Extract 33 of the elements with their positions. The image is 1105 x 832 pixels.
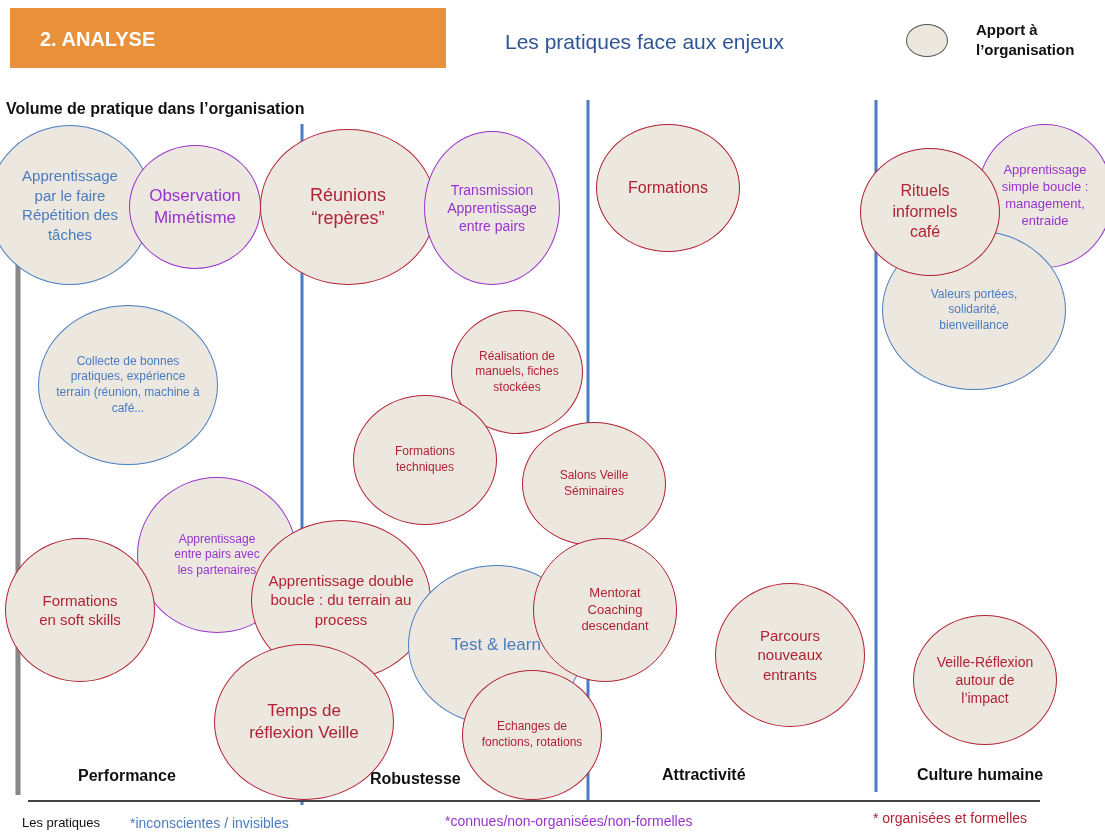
bubble-text: Formations techniques [394,444,456,476]
bubble-text: Salons Veille Séminaires [558,468,630,500]
title: Les pratiques face aux enjeux [505,30,785,54]
bubble-text: Observation Mimétisme [148,184,242,229]
axis-label: Volume de pratique dans l’organisation [6,100,305,118]
bubble-text: Formations en soft skills [38,590,122,630]
column-heading: Attractivité [662,766,746,784]
bubble-text: Parcours nouveaux entrants [756,625,824,685]
bubble-text: Test & learn [450,633,542,656]
bubble-text: Réunions “repères” [308,183,388,230]
legend-text: *inconscientes / invisibles [130,815,289,831]
bubble-text: Temps de réflexion Veille [249,699,359,744]
bubble-text: Apprentissage double boucle : du terrain au process [267,570,415,630]
column-heading: Performance [78,767,176,785]
legend-text: * organisées et formelles [873,810,1028,826]
bubble-text: Echanges de fonctions, rotations [480,719,584,751]
legend-text: Apport à l’organisation [976,20,1076,59]
bubble-text: Mentorat Coaching descendant [580,584,650,636]
footnote-text: Les pratiques [22,815,101,830]
bubble-text: Formations [627,177,709,198]
bubble-text: Valeurs portées, solidarité, bienveillance [929,286,1019,334]
legend-text: *connues/non-organisées/non-formelles [445,813,693,829]
bubble-text: Transmission Apprentissage entre pairs [446,180,538,236]
bubble-text: Apprentissage entre pairs avec les partenaires [173,531,261,579]
bubble-text: Apprentissage par le faire Répétition des tâches [21,166,119,244]
header-bar: 2. ANALYSE [10,8,446,68]
column-heading: Culture humaine [917,766,1044,784]
bubble-text: Apprentissage simple boucle : management, entraide [1000,162,1090,230]
bubble-text: Collecte de bonnes pratiques, expérience terrain (réunion, machine à café... [55,353,201,417]
bubble-text: Réalisation de manuels, fiches stockées [474,348,560,396]
bubble-text: Rituels informels café [891,180,959,243]
column-heading: Robustesse [370,770,461,788]
bubble-text: Veille-Réflexion autour de l’impact [935,652,1035,708]
